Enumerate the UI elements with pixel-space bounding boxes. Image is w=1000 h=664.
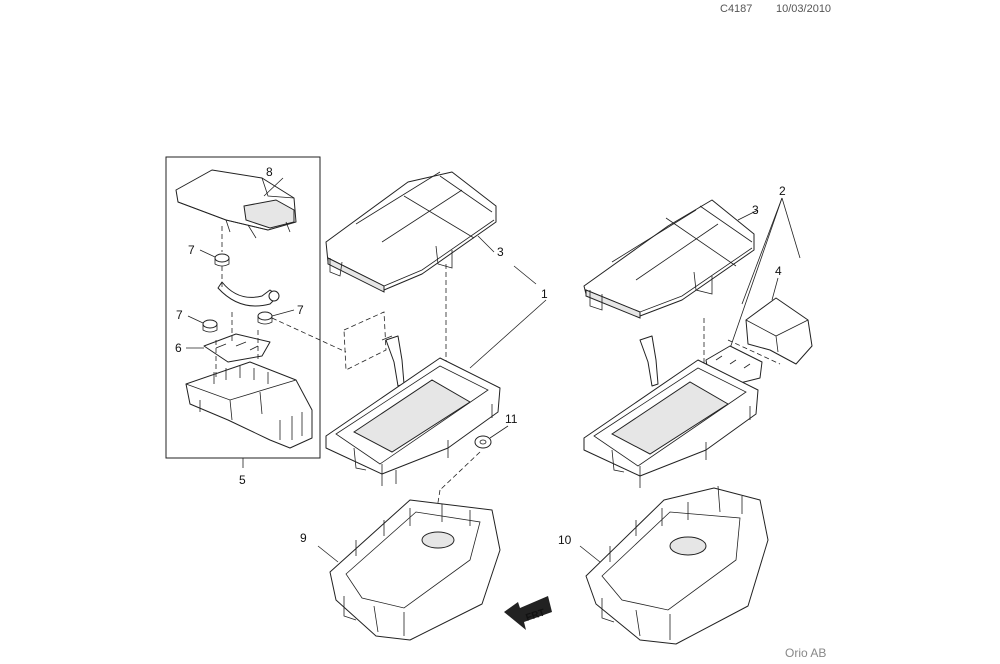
- callout-8: 8: [266, 165, 273, 179]
- part-fuse-block: [185, 361, 313, 449]
- part-tray-left: [325, 357, 501, 486]
- publisher-label: Orio AB: [785, 646, 827, 660]
- part-small-cover: [175, 169, 297, 239]
- part-bus-plate: [203, 333, 271, 363]
- callout-5: 5: [239, 473, 246, 487]
- callout-7-upper: 7: [188, 243, 195, 257]
- part-side-cover: [745, 297, 813, 365]
- drawing-date: 10/03/2010: [776, 3, 832, 15]
- callout-11: 11: [505, 412, 518, 426]
- part-nut-upper: [214, 253, 230, 267]
- part-nut-right: [257, 311, 273, 325]
- callout-7-left: 7: [176, 308, 183, 322]
- part-cable-strap: [217, 281, 280, 307]
- callout-9: 9: [300, 531, 307, 545]
- part-grommet: [474, 435, 492, 449]
- callout-7-right: 7: [297, 303, 304, 317]
- part-tray-right: [583, 359, 759, 488]
- callout-3-right: 3: [752, 203, 759, 217]
- callout-2: 2: [779, 184, 786, 198]
- callout-1: 1: [541, 287, 548, 301]
- part-cable-right: [639, 335, 659, 387]
- front-direction-arrow: FRT: [504, 596, 552, 630]
- callout-10: 10: [558, 533, 572, 547]
- part-cover-left: [325, 171, 497, 293]
- callout-3-left: 3: [497, 245, 504, 259]
- drawing-number: C4187: [720, 3, 753, 15]
- part-bracket-right: [585, 485, 769, 645]
- part-bracket-left: [329, 499, 501, 641]
- callout-4: 4: [775, 264, 782, 278]
- part-nut-left: [202, 319, 218, 333]
- part-cover-right: [583, 199, 755, 319]
- callout-6: 6: [175, 341, 182, 355]
